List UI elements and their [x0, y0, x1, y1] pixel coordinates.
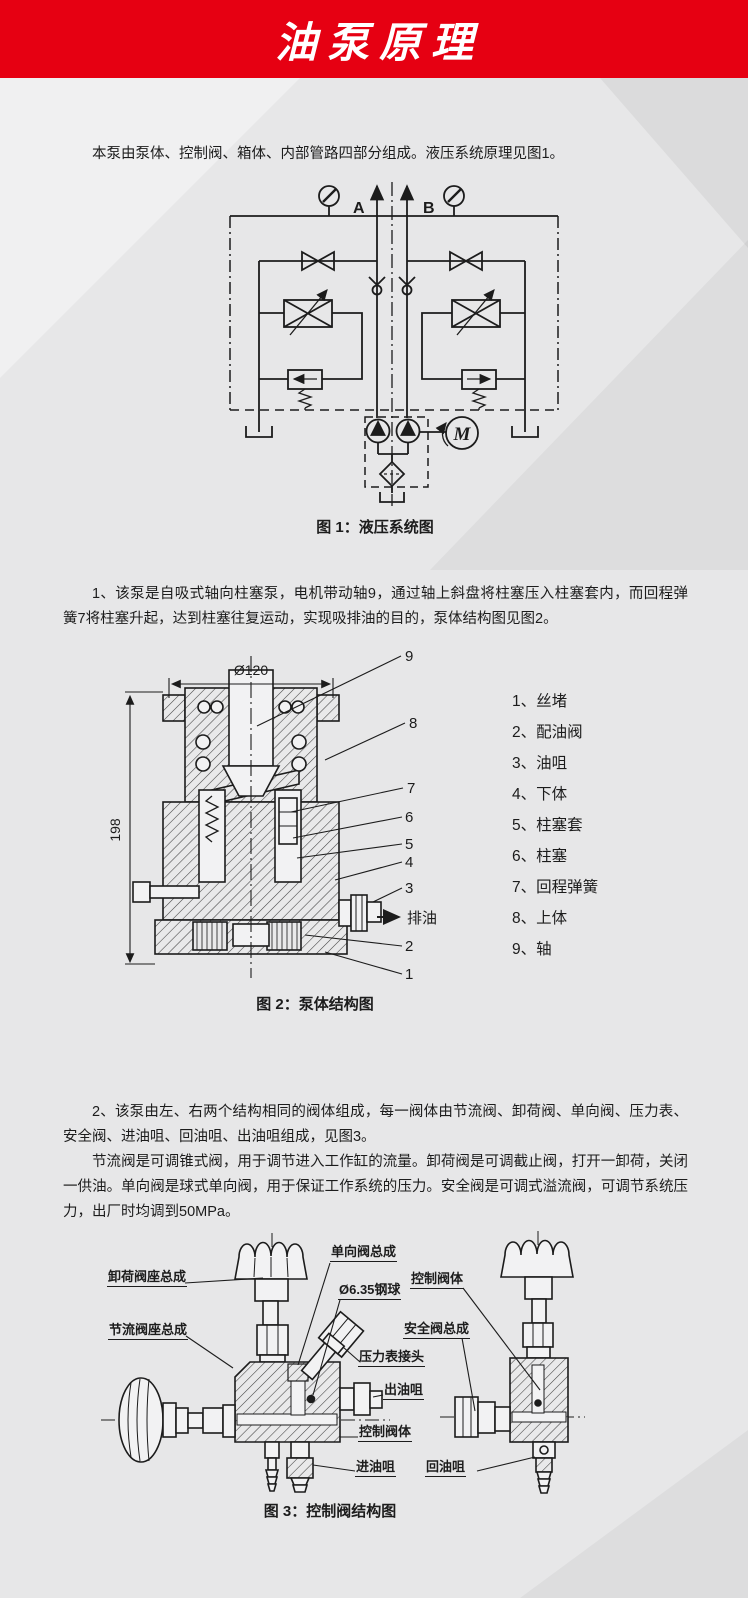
shutoff-valve-left-icon	[301, 250, 335, 272]
label-gauge-adapter: 压力表接头	[358, 1349, 426, 1367]
callout-leaders	[256, 655, 406, 975]
part-item: 9、轴	[512, 941, 552, 958]
motor-icon	[435, 416, 479, 450]
callout-2: 2	[405, 938, 413, 955]
pump-structure-diagram: Ø120 198 排油 9 8 7 6	[107, 648, 437, 983]
section2-paragraph2: 节流阀是可调锥式阀，用于调节进入工作缸的流量。卸荷阀是可调截止阀，打开一卸荷，关…	[63, 1154, 688, 1220]
port-b-label: B	[423, 200, 435, 217]
pressure-gauge-left-icon	[318, 185, 340, 216]
section1-paragraph: 1、该泵是自吸式轴向柱塞泵，电机带动轴9，通过轴上斜盘将柱塞压入柱塞套内，而回程…	[63, 586, 688, 627]
pilot-valve-left-icon	[287, 369, 323, 410]
pump-body	[132, 669, 382, 955]
label-steel-ball: Ø6.35钢球	[338, 1282, 402, 1300]
inlet-nozzle-fitting	[290, 1441, 310, 1459]
callout-9: 9	[405, 648, 413, 665]
relief-valve-left-icon	[283, 288, 333, 336]
figure1-hydraulic-schematic: A B M	[140, 174, 610, 514]
motor-letter: M	[453, 424, 472, 445]
bearings	[195, 700, 307, 772]
callout-4: 4	[405, 854, 413, 871]
callout-1: 1	[405, 966, 413, 983]
tank-bottom-icon	[379, 492, 405, 503]
page-title: 油泵原理	[274, 18, 483, 66]
tank-left-icon	[245, 426, 273, 438]
label-inlet-nozzle: 进油咀	[355, 1459, 397, 1477]
callout-5: 5	[405, 836, 413, 853]
part-item: 3、油咀	[512, 755, 568, 772]
label-throttle-valve-seat: 节流阀座总成	[108, 1322, 189, 1340]
label-safety-valve-assembly: 安全阀总成	[403, 1321, 471, 1339]
section2-paragraph1: 2、该泵由左、右两个结构相同的阀体组成，每一阀体由节流阀、卸荷阀、单向阀、压力表…	[63, 1104, 688, 1145]
part-item: 1、丝堵	[512, 693, 568, 710]
callout-3: 3	[405, 880, 413, 897]
bottom-plug-left	[192, 921, 228, 951]
relief-valve-right-icon	[451, 288, 501, 336]
label-check-valve-assembly: 单向阀总成	[330, 1244, 398, 1262]
label-outlet-nozzle: 出油咀	[383, 1382, 425, 1400]
label-return-nozzle: 回油咀	[425, 1459, 467, 1477]
steel-ball	[306, 1394, 316, 1404]
bottom-plug-right	[266, 921, 302, 951]
hydraulic-system-diagram: A B M	[229, 182, 559, 506]
pump-icons	[365, 418, 421, 444]
callout-7: 7	[407, 780, 415, 797]
port-a-label: A	[353, 200, 365, 217]
shutoff-valve-right-icon	[449, 250, 483, 272]
label-control-body-top: 控制阀体	[410, 1271, 465, 1289]
safety-valve-fitting	[454, 1396, 479, 1438]
figure3-caption: 图 3：控制阀结构图	[263, 1503, 397, 1520]
part-item: 7、回程弹簧	[512, 879, 599, 896]
label-unload-valve-seat: 卸荷阀座总成	[107, 1269, 188, 1287]
outlet-nozzle	[338, 894, 382, 932]
pilot-valve-right-icon	[461, 369, 497, 410]
tank-right-icon	[511, 426, 539, 438]
check-valve-icons	[368, 276, 416, 296]
figure2-parts-list: 1、丝堵 2、配油阀 3、油咀 4、下体 5、柱塞套 6、柱塞 7、回程弹簧 8…	[512, 686, 598, 965]
piston	[278, 797, 298, 845]
height-dimension: 198	[107, 818, 123, 842]
figure3-control-valve	[85, 1225, 665, 1497]
header-banner: 油泵原理	[0, 0, 748, 78]
callout-numbers: 9 8 7 6 5 4 3 2 1	[405, 648, 417, 983]
handwheel-icon	[500, 1239, 574, 1278]
pressure-gauge-right-icon	[443, 185, 465, 216]
outlet-flow-label: 排油	[407, 910, 437, 927]
label-control-body: 控制阀体	[358, 1424, 413, 1442]
piston-sleeve-left	[198, 789, 226, 883]
return-spring	[204, 795, 220, 843]
diameter-dimension: Ø120	[234, 662, 268, 678]
intro-paragraph: 本泵由泵体、控制阀、箱体、内部管路四部分组成。液压系统原理见图1。	[92, 146, 565, 162]
part-item: 4、下体	[512, 786, 568, 803]
dimension-lines	[125, 678, 334, 965]
figure3-leaders	[184, 1262, 541, 1472]
gauge-adapter-fitting	[300, 1310, 365, 1381]
part-item: 2、配油阀	[512, 724, 583, 741]
callout-8: 8	[409, 715, 417, 732]
outlet-nozzle-fitting	[339, 1387, 355, 1411]
figure1-caption: 图 1：液压系统图	[316, 519, 434, 536]
schematic-lines	[229, 182, 559, 506]
callout-6: 6	[405, 809, 413, 826]
throttle-knob-icon	[118, 1377, 164, 1463]
right-valve-assembly	[454, 1239, 574, 1494]
control-valve-diagram	[101, 1231, 585, 1494]
part-item: 5、柱塞套	[512, 817, 583, 834]
figure2-caption: 图 2：泵体结构图	[256, 996, 374, 1013]
part-item: 6、柱塞	[512, 848, 568, 865]
left-valve-assembly	[118, 1241, 383, 1493]
part-item: 8、上体	[512, 910, 568, 927]
figure2-pump-section: Ø120 198 排油 9 8 7 6	[105, 640, 465, 990]
